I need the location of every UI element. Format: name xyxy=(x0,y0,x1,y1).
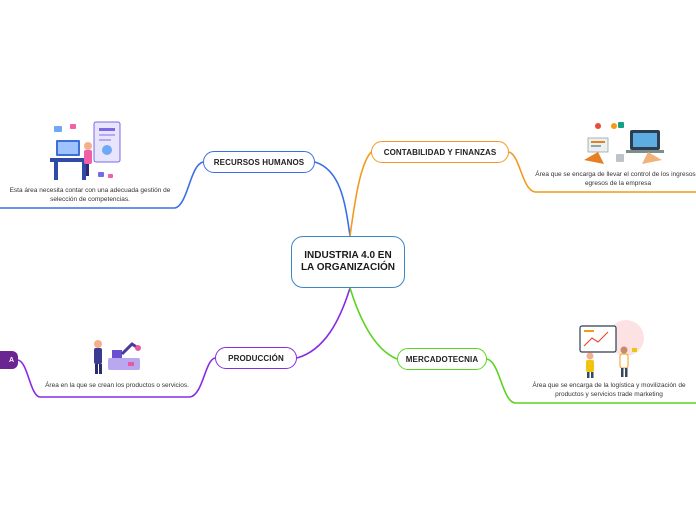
link-center-rh xyxy=(314,161,351,237)
offscreen-node-tag[interactable]: A xyxy=(0,351,18,369)
finance-desk-illustration xyxy=(584,122,664,164)
branch-contabilidad-finanzas[interactable]: CONTABILIDAD Y FINANZAS xyxy=(371,141,509,163)
note-recursos-humanos[interactable]: Esta área necesita contar con una adecua… xyxy=(9,187,171,203)
branch-recursos-humanos[interactable]: RECURSOS HUMANOS xyxy=(203,151,315,173)
note-contabilidad-finanzas[interactable]: Área que se encarga de llevar el control… xyxy=(535,171,696,187)
link-rh-note xyxy=(0,161,204,209)
branch-label: MERCADOTECNIA xyxy=(405,354,479,364)
link-pr-note xyxy=(40,357,216,398)
branch-label: CONTABILIDAD Y FINANZAS xyxy=(383,147,497,157)
link-center-cf xyxy=(349,151,372,237)
link-center-mk xyxy=(349,287,398,360)
central-topic[interactable]: INDUSTRIA 4.0 EN LA ORGANIZACIÓN xyxy=(291,236,405,288)
link-mk-note xyxy=(486,358,696,404)
marketing-presentation-illustration xyxy=(579,320,644,378)
note-produccion[interactable]: Área en la que se crean los productos o … xyxy=(45,382,189,389)
offscreen-node-label: A xyxy=(8,356,14,364)
branch-label: PRODUCCIÓN xyxy=(228,353,284,363)
note-mercadotecnia[interactable]: Área que se encarga de la logística y mo… xyxy=(532,382,686,398)
link-cf-note xyxy=(508,151,696,193)
link-pr-edge xyxy=(17,359,41,398)
central-topic-label: INDUSTRIA 4.0 EN LA ORGANIZACIÓN xyxy=(300,250,396,273)
branch-produccion[interactable]: PRODUCCIÓN xyxy=(215,347,297,369)
link-center-pr xyxy=(296,287,351,359)
factory-robot-illustration xyxy=(94,340,141,374)
branch-label: RECURSOS HUMANOS xyxy=(213,157,305,167)
branch-mercadotecnia[interactable]: MERCADOTECNIA xyxy=(397,348,487,370)
hr-recruitment-illustration xyxy=(50,121,121,180)
